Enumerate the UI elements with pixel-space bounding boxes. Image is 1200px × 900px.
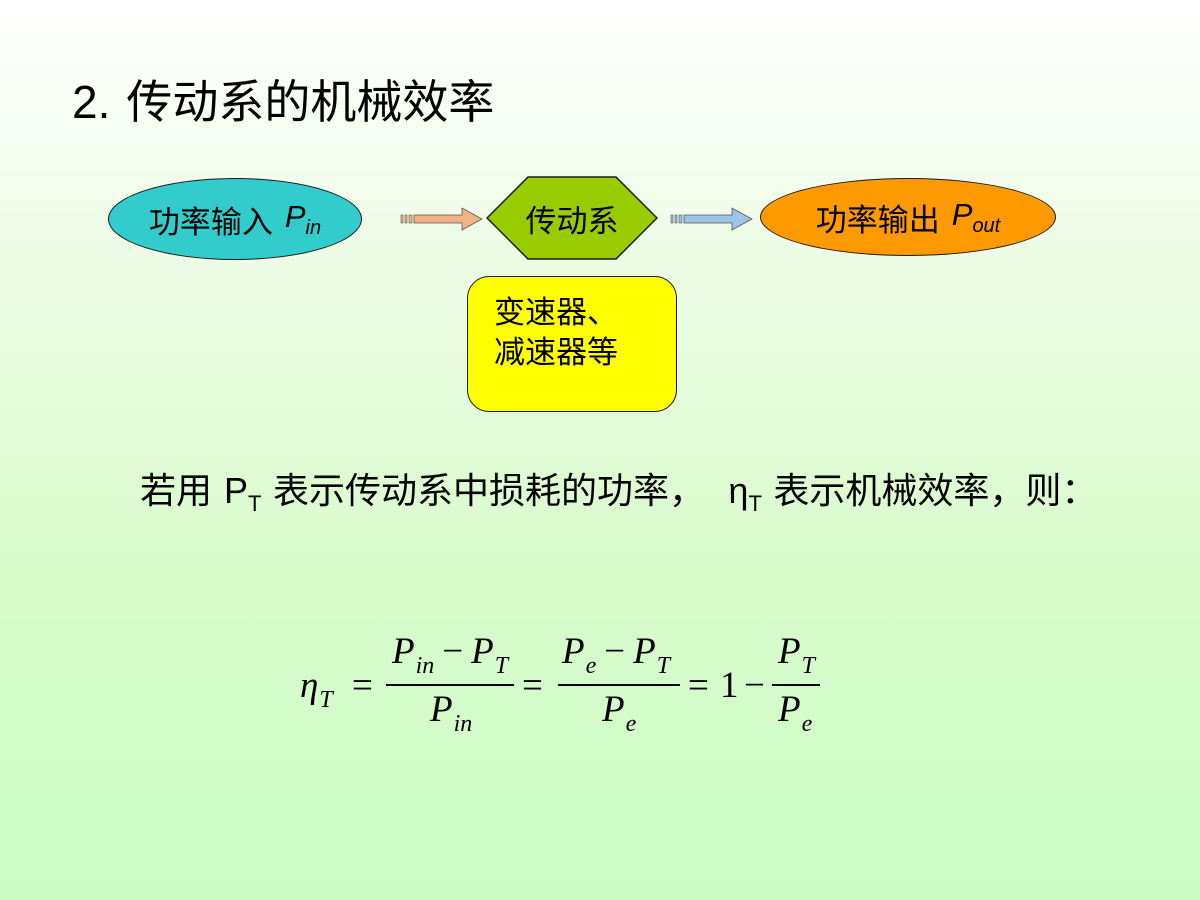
transmission-label: 传动系 (525, 203, 619, 240)
description-paragraph: 若用 PT 表示传动系中损耗的功率， ηT 表示机械效率，则： (100, 460, 1120, 535)
slide-title: 2. 传动系的机械效率 (72, 72, 494, 132)
fraction-3-numerator: PT (778, 631, 815, 679)
power-output-symbol: Pout (951, 196, 1001, 237)
formula-equals: = (688, 665, 709, 706)
title-text: 传动系的机械效率 (126, 75, 495, 129)
power-output-ellipse: 功率输出 Pout (760, 178, 1056, 256)
symbol-pt: PT (224, 470, 262, 516)
fraction-1-denominator: Pin (430, 689, 473, 737)
transmission-hexagon: 传动系 (486, 176, 658, 260)
desc-text-3: 表示机械效率，则： (773, 471, 1098, 512)
formula-equals: = (522, 665, 543, 706)
desc-text-2: 表示传动系中损耗的功率， (272, 471, 705, 512)
fraction-3-line (772, 684, 820, 686)
note-line-1: 变速器、 (494, 295, 618, 331)
hexagon-shape (486, 176, 658, 260)
desc-text-1: 若用 (140, 471, 213, 512)
fraction-3-denominator: Pe (778, 689, 813, 737)
formula-equals: = (352, 665, 373, 706)
arrow-right-icon (400, 207, 483, 231)
power-input-label: 功率输入 (148, 204, 273, 241)
title-number: 2. (72, 76, 111, 128)
fraction-2-numerator: Pe−PT (562, 631, 671, 679)
power-output-label: 功率输出 (815, 202, 940, 239)
formula-eta: ηT (300, 665, 333, 713)
formula-one: 1 (720, 665, 739, 706)
fraction-2-line (558, 684, 680, 686)
note-box: 变速器、 减速器等 (467, 276, 677, 412)
fraction-2-denominator: Pe (602, 689, 637, 737)
note-line-2: 减速器等 (494, 335, 618, 371)
symbol-eta-t: ηT (728, 470, 762, 516)
power-input-ellipse: 功率输入 Pin (108, 178, 362, 260)
power-input-symbol: Pin (284, 198, 322, 239)
fraction-1-numerator: Pin−PT (392, 631, 509, 679)
arrow-right-icon (670, 207, 753, 231)
fraction-1-line (386, 684, 514, 686)
formula-minus: − (744, 665, 765, 706)
